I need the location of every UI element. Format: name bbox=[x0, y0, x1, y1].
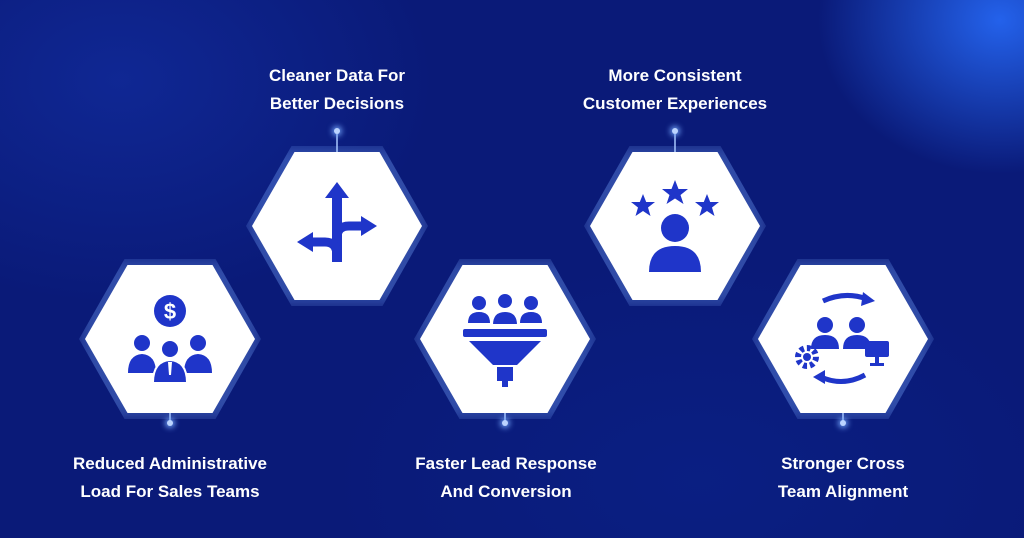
benefit-hexagon-5 bbox=[752, 259, 934, 419]
split-arrows-icon bbox=[297, 182, 377, 262]
connector-dot bbox=[672, 128, 678, 134]
connector-dot bbox=[840, 420, 846, 426]
svg-text:$: $ bbox=[164, 299, 176, 324]
lead-funnel-icon bbox=[463, 292, 547, 387]
benefit-hexagon-2 bbox=[246, 146, 428, 306]
connector-dot bbox=[502, 420, 508, 426]
connector-dot bbox=[334, 128, 340, 134]
team-sync-icon bbox=[795, 292, 889, 384]
sales-team-dollar-icon: $ bbox=[128, 295, 212, 384]
benefit-hexagon-4 bbox=[584, 146, 766, 306]
benefit-hexagon-1: $ bbox=[79, 259, 261, 419]
connector-dot bbox=[167, 420, 173, 426]
benefit-hexagon-3 bbox=[414, 259, 596, 419]
customer-stars-icon bbox=[631, 180, 719, 272]
